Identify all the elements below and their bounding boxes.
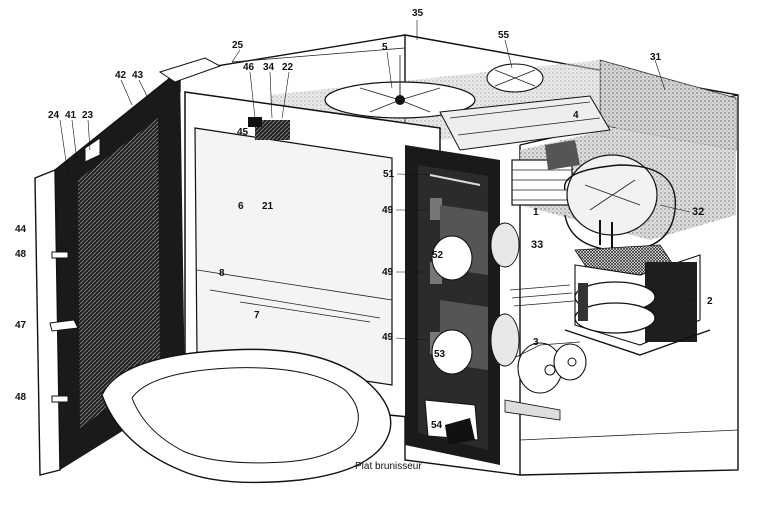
label-46: 46: [243, 62, 255, 73]
label-49-low: 49: [382, 332, 394, 343]
stirrer-fan: [324, 55, 476, 119]
capacitor-pair: [509, 341, 587, 394]
label-4: 4: [573, 110, 579, 121]
label-34: 34: [263, 62, 275, 73]
label-47: 47: [15, 320, 27, 331]
label-5-fan: 5: [382, 42, 388, 53]
label-42: 42: [115, 70, 127, 81]
label-21: 21: [262, 201, 274, 212]
label-8: 8: [219, 268, 225, 279]
label-32: 32: [692, 206, 704, 218]
label-45: 45: [237, 127, 249, 138]
label-1: 1: [533, 207, 539, 218]
label-49-top: 49: [382, 205, 394, 216]
cooling-fan: [486, 63, 544, 93]
label-55: 55: [498, 30, 510, 41]
timer-knob-upper: [431, 205, 520, 281]
label-48-bottom: 48: [15, 392, 27, 403]
label-48-top: 48: [15, 249, 27, 260]
label-52: 52: [432, 250, 444, 261]
part-labels: 35 25 5 55 31 42 43 46 34 22 24 41 23 45…: [15, 8, 713, 472]
label-44: 44: [15, 224, 27, 235]
label-24: 24: [48, 110, 60, 121]
label-23: 23: [82, 110, 94, 121]
label-3: 3: [533, 337, 539, 348]
label-43: 43: [132, 70, 144, 81]
label-51: 51: [383, 169, 395, 180]
label-6: 6: [238, 201, 244, 212]
label-53: 53: [434, 349, 446, 360]
leader-lines: [59, 20, 697, 341]
cavity-vent: [248, 117, 290, 140]
label-25: 25: [232, 40, 244, 51]
timer-knob-lower: [431, 300, 520, 375]
browning-dish: [101, 348, 392, 484]
label-33: 33: [531, 239, 543, 251]
label-2: 2: [707, 296, 713, 307]
power-switch: [424, 399, 479, 445]
label-41: 41: [65, 110, 77, 121]
door-latch-bottom: [51, 395, 69, 403]
label-49-mid: 49: [382, 267, 394, 278]
label-7: 7: [254, 310, 260, 321]
label-54: 54: [431, 420, 443, 431]
label-35: 35: [412, 8, 424, 19]
dish-caption: Plat brunisseur: [355, 461, 422, 472]
magnetron: [511, 140, 580, 206]
door-latch-top: [51, 251, 69, 259]
door-latch-middle: [49, 319, 79, 332]
transformer: [564, 254, 711, 356]
label-31: 31: [650, 52, 662, 63]
label-22: 22: [282, 62, 294, 73]
oven-cavity: [184, 91, 441, 421]
cable-bundle: [504, 284, 575, 421]
blower-fan: [563, 154, 677, 252]
waveguide: [439, 95, 611, 151]
